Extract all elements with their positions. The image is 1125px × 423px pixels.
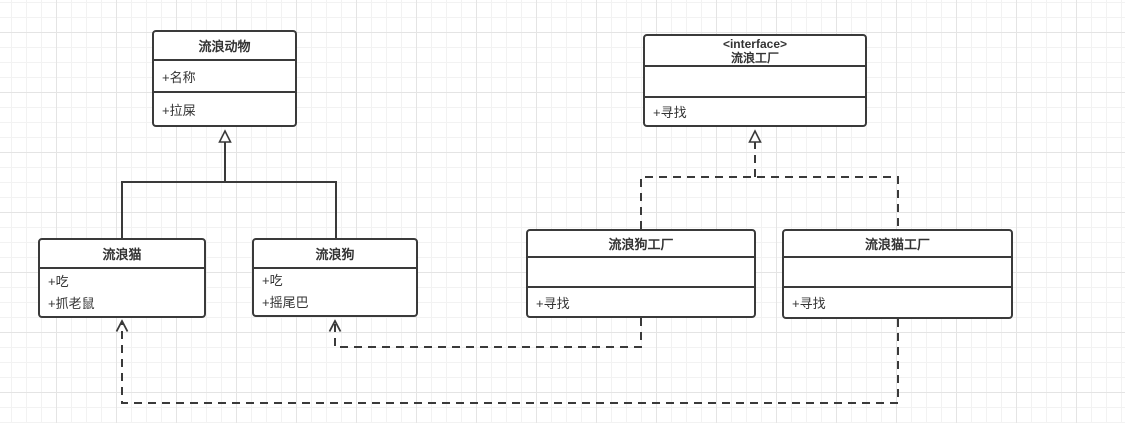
methods-compartment: +寻找: [645, 96, 865, 125]
methods-compartment: +寻找: [784, 286, 1011, 317]
class-title: 流浪狗: [315, 247, 355, 262]
class-node-dog-factory[interactable]: 流浪狗工厂 +寻找: [526, 229, 756, 318]
method-label: +抓老鼠: [48, 295, 95, 311]
generalization-bus-cat-dog[interactable]: [121, 181, 337, 238]
method-label: +吃: [262, 273, 283, 288]
methods-compartment: +寻找: [528, 286, 754, 316]
title-compartment: <interface> 流浪工厂: [645, 36, 865, 65]
class-title: 流浪狗工厂: [608, 237, 674, 252]
attributes-compartment: [784, 256, 1011, 286]
members-compartment: +吃 +抓老鼠: [40, 267, 204, 316]
interface-node-factory[interactable]: <interface> 流浪工厂 +寻找: [643, 34, 867, 127]
class-title: 流浪动物: [198, 39, 251, 54]
class-title: 流浪猫工厂: [864, 237, 930, 252]
class-title: 流浪工厂: [730, 50, 779, 65]
method-label: +寻找: [653, 105, 687, 120]
class-title: 流浪猫: [102, 247, 142, 262]
method-label: +吃: [48, 273, 69, 289]
class-node-cat-factory[interactable]: 流浪猫工厂 +寻找: [782, 229, 1013, 319]
title-compartment: 流浪猫: [40, 240, 204, 267]
attributes-compartment: [645, 65, 865, 96]
realization-bus-factories[interactable]: [640, 176, 899, 229]
methods-compartment: +拉屎: [154, 91, 295, 125]
method-label: +摇尾巴: [262, 295, 309, 310]
method-label: +寻找: [536, 295, 570, 311]
title-compartment: 流浪狗工厂: [528, 231, 754, 256]
attributes-compartment: [528, 256, 754, 286]
class-node-dog[interactable]: 流浪狗 +吃 +摇尾巴: [252, 238, 418, 317]
title-compartment: 流浪动物: [154, 32, 295, 59]
attribute-label: +名称: [162, 69, 196, 85]
dependency-catfactory-to-cat[interactable]: [122, 319, 899, 404]
members-compartment: +吃 +摇尾巴: [254, 267, 416, 315]
title-compartment: 流浪猫工厂: [784, 231, 1011, 256]
title-compartment: 流浪狗: [254, 240, 416, 267]
attributes-compartment: +名称: [154, 59, 295, 91]
class-node-animal[interactable]: 流浪动物 +名称 +拉屎: [152, 30, 297, 127]
dependency-dogfactory-to-dog[interactable]: [335, 318, 642, 348]
method-label: +拉屎: [162, 102, 196, 118]
method-label: +寻找: [792, 296, 826, 311]
class-node-cat[interactable]: 流浪猫 +吃 +抓老鼠: [38, 238, 206, 318]
stereotype-label: <interface>: [722, 36, 788, 51]
